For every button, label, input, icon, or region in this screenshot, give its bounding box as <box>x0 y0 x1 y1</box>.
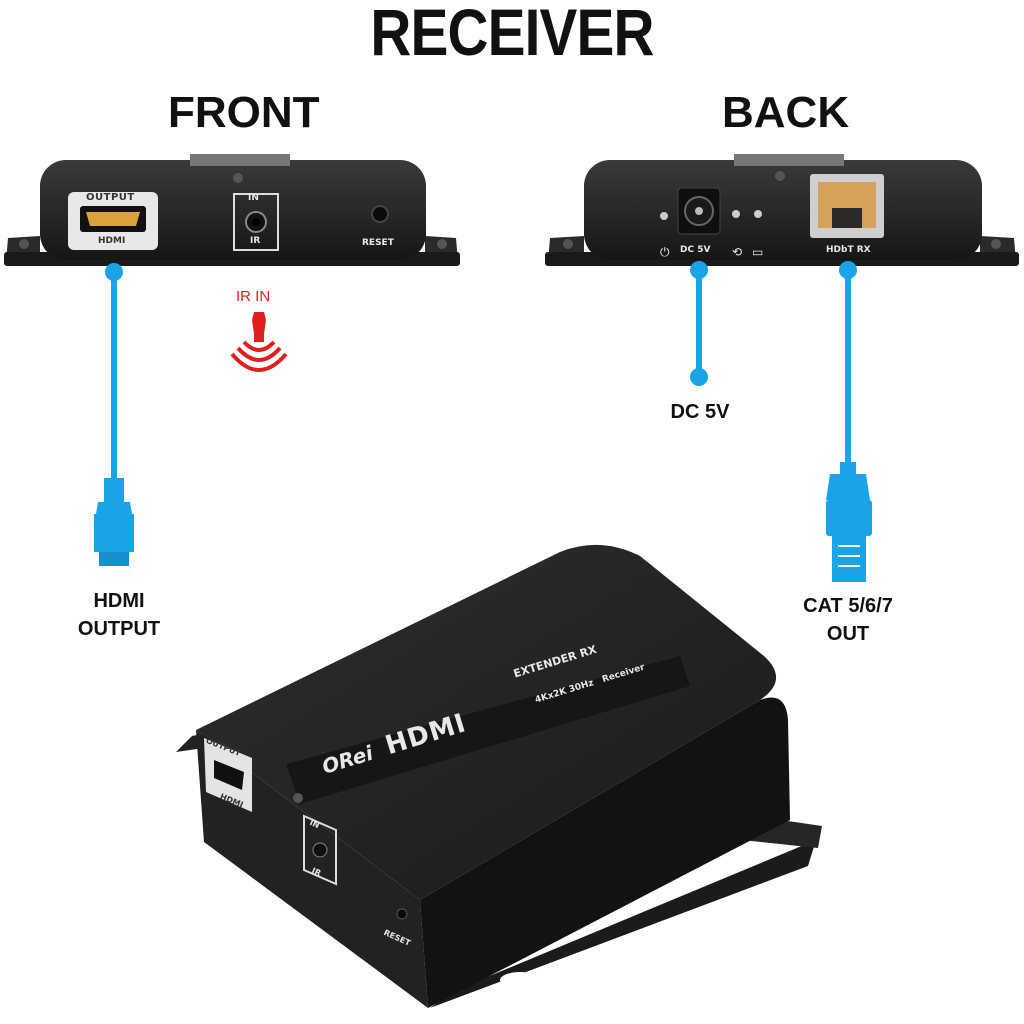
front-hdmi-output-text: OUTPUT <box>86 192 135 203</box>
cat-out-line-1: CAT 5/6/7 <box>803 595 893 617</box>
status-led-1 <box>732 210 740 218</box>
front-ir-in-text: IN <box>248 193 259 203</box>
power-led <box>660 212 668 220</box>
device-3d <box>176 544 822 1008</box>
status-led-2 <box>754 210 762 218</box>
reset-button[interactable] <box>371 205 389 223</box>
device-reset-button[interactable] <box>396 908 408 920</box>
hdbt-rj45-port[interactable] <box>810 174 884 238</box>
front-hdmi-port[interactable] <box>68 192 158 250</box>
dc-5v-label: DC 5V <box>670 401 730 423</box>
dc-cable <box>690 261 708 386</box>
front-panel <box>4 154 460 266</box>
front-heading: FRONT <box>168 88 320 137</box>
hdmi-output-line-2: OUTPUT <box>77 618 161 640</box>
loop-icon: ⟲ <box>732 245 742 259</box>
dc-power-jack[interactable] <box>677 187 721 235</box>
device-hdmi-port[interactable] <box>204 738 252 812</box>
device-ir-port[interactable] <box>303 814 337 886</box>
back-dc-text: DC 5V <box>680 245 711 255</box>
hdmi-output-label: HDMI OUTPUT <box>64 587 174 643</box>
display-icon: ▭ <box>752 245 763 259</box>
page-title: RECEIVER <box>370 0 654 69</box>
hdmi-output-line-1: HDMI <box>93 590 145 612</box>
cat-cable <box>826 261 872 582</box>
front-hdmi-text: HDMI <box>98 236 126 246</box>
front-reset-text: RESET <box>362 238 394 248</box>
ir-in-label: IR IN <box>236 288 271 305</box>
front-ir-port[interactable] <box>233 193 279 251</box>
ir-sensor-icon <box>230 312 288 372</box>
back-heading: BACK <box>722 88 850 137</box>
cat-out-line-2: OUT <box>826 623 870 645</box>
back-panel: ⏻ ⟲ ▭ <box>545 154 1019 266</box>
back-hdbt-text: HDbT RX <box>826 245 871 255</box>
hdmi-cable <box>94 263 134 566</box>
front-ir-text: IR <box>250 236 261 246</box>
power-icon: ⏻ <box>660 245 670 259</box>
cat-out-label: CAT 5/6/7 OUT <box>780 592 916 648</box>
